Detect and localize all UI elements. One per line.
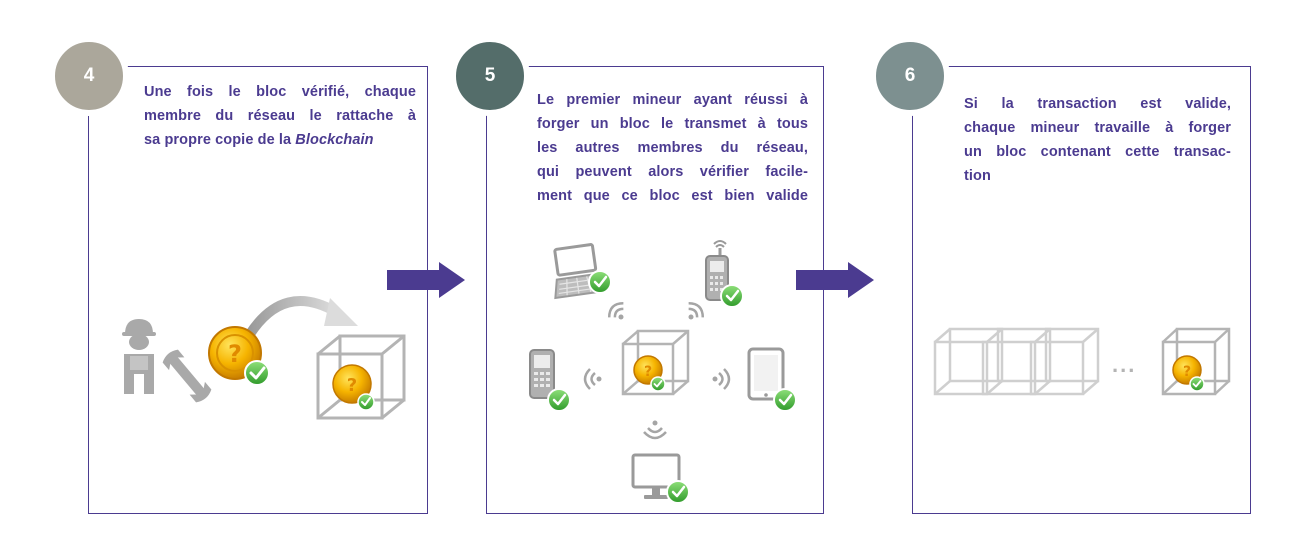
step-4-panel <box>88 66 428 514</box>
blockchain-italic: Blockchain <box>295 132 374 148</box>
step-5-text: Le premier mineur ayant réussi à forger … <box>537 88 808 208</box>
arrow-right-icon <box>387 262 465 298</box>
wifi-signal-icon <box>688 301 705 320</box>
svg-text:?: ? <box>347 375 357 396</box>
svg-text:?: ? <box>644 364 652 380</box>
step-6-panel <box>912 66 1251 514</box>
cellphone-icon <box>705 240 744 308</box>
monitor-icon <box>631 453 690 504</box>
wifi-signal-icon <box>643 420 667 440</box>
step-6-badge: 6 <box>870 36 950 116</box>
curved-arrow-icon <box>245 296 358 337</box>
step-5-panel <box>486 66 824 514</box>
step-4-line-1: Une fois le bloc vérifié, chaque <box>144 84 416 100</box>
check-icon <box>244 360 270 386</box>
step-6-line-1: Si la transaction est valide, <box>964 96 1231 112</box>
step-4-badge: 4 <box>49 36 129 116</box>
step-4-line-3-text: sa propre copie de la <box>144 132 296 148</box>
svg-text:?: ? <box>1183 364 1191 380</box>
tablet-icon <box>747 347 797 412</box>
block-cube-icon: ? <box>316 334 406 420</box>
step-5-line-1: Le premier mineur ayant réussi à <box>537 92 808 108</box>
step-5-line-2: forger un bloc le transmet à tous <box>537 116 808 132</box>
laptop-icon <box>553 243 612 300</box>
step-5-badge: 5 <box>450 36 530 116</box>
step-5-line-5: ment que ce bloc est bien valide <box>537 188 808 204</box>
wifi-signal-icon <box>583 368 602 390</box>
wifi-signal-icon <box>607 301 624 320</box>
blockchain-cubes-icon <box>933 327 1100 396</box>
svg-text:?: ? <box>228 340 242 368</box>
wifi-signal-icon <box>712 368 731 390</box>
step-6-line-4: tion <box>964 168 991 184</box>
step-6-text: Si la transaction est valide, chaque min… <box>964 92 1231 188</box>
step-4-text: Une fois le bloc vérifié, chaque membre … <box>144 80 416 152</box>
step-4-line-3: sa propre copie de la Blockchain <box>144 128 416 152</box>
coin-icon: ? <box>208 326 270 386</box>
cellphone-icon <box>529 349 571 412</box>
block-cube-icon: ? <box>1161 327 1231 396</box>
step-6-line-2: chaque mineur travaille à forger <box>964 120 1231 136</box>
ellipsis: ... <box>1112 352 1137 377</box>
step-6-line-3: un bloc contenant cette transac- <box>964 144 1231 160</box>
arrow-right-icon <box>796 262 874 298</box>
worker-icon <box>122 319 156 394</box>
step-5-line-3: les autres membres du réseau, <box>537 140 808 156</box>
block-cube-icon: ? <box>621 329 690 396</box>
step-5-line-4: qui peuvent alors vérifier facile- <box>537 164 808 180</box>
step-4-line-2: membre du réseau le rattache à <box>144 108 416 124</box>
wrench-icon <box>162 349 212 403</box>
